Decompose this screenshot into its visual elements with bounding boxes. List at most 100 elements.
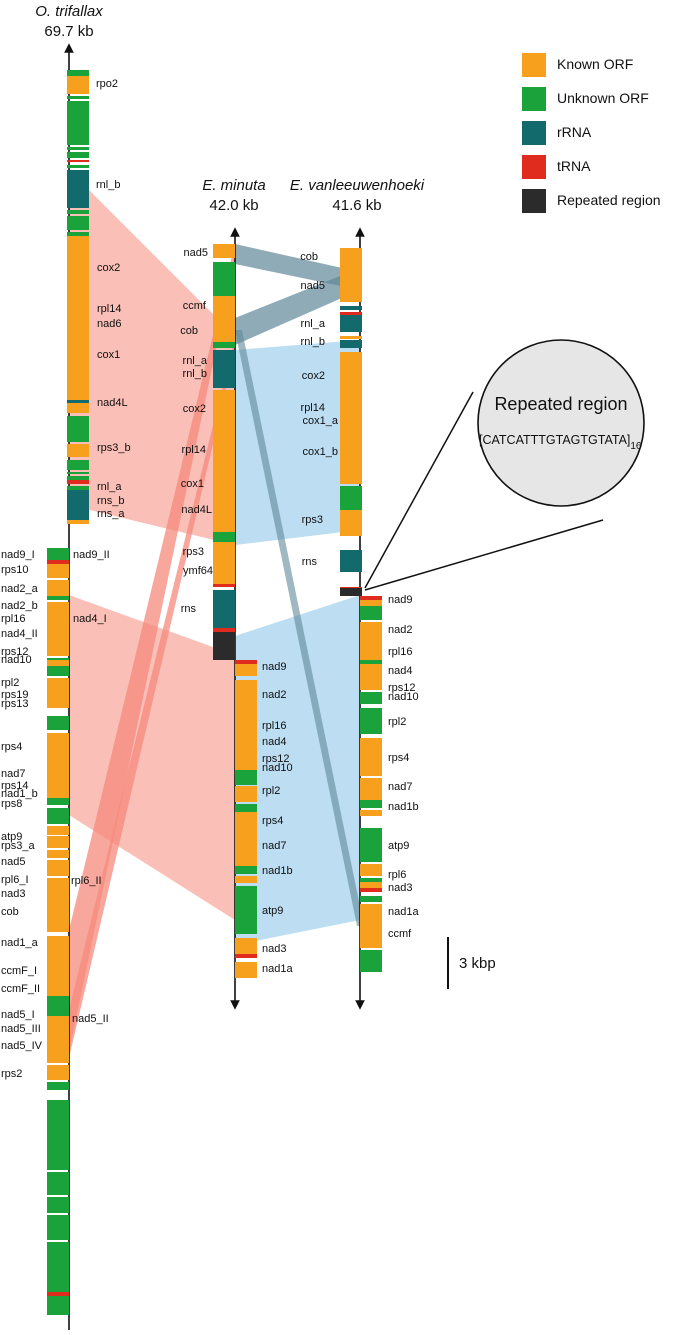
evanleeuwenhoeki-gene-block	[360, 864, 382, 876]
eminuta-gene-label: rns	[181, 603, 197, 615]
callout-line-upper	[364, 391, 474, 589]
otrifallax-gene-label: rpo2	[96, 78, 118, 90]
otrifallax-gene-block	[67, 236, 89, 400]
otrifallax-gene-block	[47, 1265, 69, 1292]
eminuta-gene-block	[213, 632, 235, 660]
otrifallax-gene-label: nad3	[1, 888, 25, 900]
eminuta-gene-label: atp9	[262, 905, 283, 917]
eminuta-name: E. minuta	[202, 177, 265, 194]
otrifallax-gene-block	[67, 472, 89, 474]
legend-swatch	[522, 87, 546, 111]
eminuta-gene-block	[235, 876, 257, 883]
otrifallax-gene-label: rns_b	[97, 495, 125, 507]
evanleeuwenhoeki-gene-label: rnl_a	[301, 318, 326, 330]
evanleeuwenhoeki-gene-block	[340, 312, 362, 315]
otrifallax-gene-block	[47, 1172, 69, 1195]
eminuta-gene-label: nad2	[262, 689, 286, 701]
otrifallax-gene-block	[47, 900, 69, 932]
otrifallax-gene-block	[47, 1082, 69, 1090]
eminuta-gene-block	[235, 660, 257, 664]
eminuta-gene-label: cox2	[183, 403, 206, 415]
evanleeuwenhoeki-gene-label: nad1b	[388, 801, 419, 813]
otrifallax-gene-block	[47, 850, 69, 858]
otrifallax-gene-block	[67, 400, 89, 403]
eminuta-gene-label: nad4L	[181, 504, 212, 516]
evanleeuwenhoeki-gene-label: rps12	[388, 682, 416, 694]
otrifallax-gene-block	[67, 403, 89, 413]
eminuta-gene-block	[235, 866, 257, 874]
gene-blocks	[47, 70, 382, 1315]
otrifallax-gene-block	[47, 1292, 69, 1296]
evanleeuwenhoeki-gene-block	[360, 680, 382, 690]
eminuta-gene-block	[235, 786, 257, 802]
otrifallax-gene-label: nad9_I	[1, 549, 35, 561]
otrifallax-gene-block	[47, 690, 69, 708]
otrifallax-gene-block	[67, 232, 89, 236]
otrifallax-gene-label: nad4_II	[1, 628, 38, 640]
eminuta-gene-block	[235, 804, 257, 812]
evanleeuwenhoeki-gene-label: atp9	[388, 840, 409, 852]
synteny-link	[235, 268, 360, 345]
eminuta-gene-label: ccmf	[183, 300, 207, 312]
evanleeuwenhoeki-gene-block	[360, 904, 382, 922]
eminuta-gene-label: rnl_b	[183, 368, 207, 380]
evanleeuwenhoeki-gene-label: cob	[300, 251, 318, 263]
otrifallax-gene-label: rpl6_II	[71, 875, 102, 887]
otrifallax-gene-block	[47, 1145, 69, 1170]
eminuta-gene-block	[213, 542, 235, 584]
evanleeuwenhoeki-gene-label: nad3	[388, 882, 412, 894]
evanleeuwenhoeki-gene-label: nad10	[388, 691, 419, 703]
evanleeuwenhoeki-gene-block	[360, 778, 382, 800]
legend-label: Known ORF	[557, 56, 633, 72]
otrifallax-gene-label: ccmF_II	[1, 983, 40, 995]
eminuta-gene-label: nad4	[262, 736, 286, 748]
otrifallax-gene-block	[67, 444, 89, 457]
otrifallax-gene-label: nad1_b	[1, 788, 38, 800]
evanleeuwenhoeki-gene-label: nad1a	[388, 906, 419, 918]
otrifallax-gene-block	[47, 548, 69, 560]
evanleeuwenhoeki-gene-block	[360, 922, 382, 948]
otrifallax-size: 69.7 kb	[44, 23, 93, 40]
eminuta-gene-block	[235, 962, 257, 978]
otrifallax-gene-label: nad9_II	[73, 549, 110, 561]
otrifallax-gene-block	[47, 1100, 69, 1145]
evanleeuwenhoeki-gene-label: nad2	[388, 624, 412, 636]
otrifallax-gene-block	[47, 626, 69, 656]
synteny-links	[69, 170, 364, 1058]
otrifallax-gene-block	[67, 152, 89, 158]
evanleeuwenhoeki-gene-block	[360, 800, 382, 808]
otrifallax-gene-block	[67, 76, 89, 94]
otrifallax-gene-label: nad7	[1, 768, 25, 780]
otrifallax-gene-block	[67, 216, 89, 230]
evanleeuwenhoeki-gene-block	[360, 606, 382, 620]
otrifallax-gene-label: rps3_b	[97, 442, 131, 454]
eminuta-gene-label: nad10	[262, 762, 293, 774]
otrifallax-gene-block	[47, 596, 69, 600]
legend-swatch	[522, 155, 546, 179]
otrifallax-name: O. trifallax	[35, 3, 103, 20]
otrifallax-gene-block	[47, 678, 69, 690]
otrifallax-gene-block	[47, 1215, 69, 1240]
otrifallax-gene-block	[47, 1016, 69, 1063]
otrifallax-gene-label: rps13	[1, 698, 29, 710]
evanleeuwenhoeki-gene-block	[340, 510, 362, 536]
synteny-link	[69, 236, 235, 545]
otrifallax-gene-label: ccmF_I	[1, 965, 37, 977]
eminuta-gene-block	[213, 262, 235, 266]
eminuta-gene-block	[213, 590, 235, 628]
evanleeuwenhoeki-gene-label: rnl_b	[301, 336, 325, 348]
otrifallax-gene-block	[47, 660, 69, 666]
otrifallax-gene-label: nad1_a	[1, 937, 39, 949]
otrifallax-gene-label: nad5_III	[1, 1023, 41, 1035]
otrifallax-gene-block	[47, 716, 69, 730]
eminuta-gene-block	[213, 532, 235, 542]
otrifallax-gene-block	[67, 165, 89, 168]
otrifallax-gene-block	[67, 70, 89, 76]
otrifallax-gene-label: cox1	[97, 349, 120, 361]
otrifallax-gene-block	[67, 480, 89, 484]
evanleeuwenhoeki-gene-label: nad7	[388, 781, 412, 793]
legend-label: Repeated region	[557, 192, 661, 208]
evanleeuwenhoeki-gene-block	[360, 622, 382, 660]
